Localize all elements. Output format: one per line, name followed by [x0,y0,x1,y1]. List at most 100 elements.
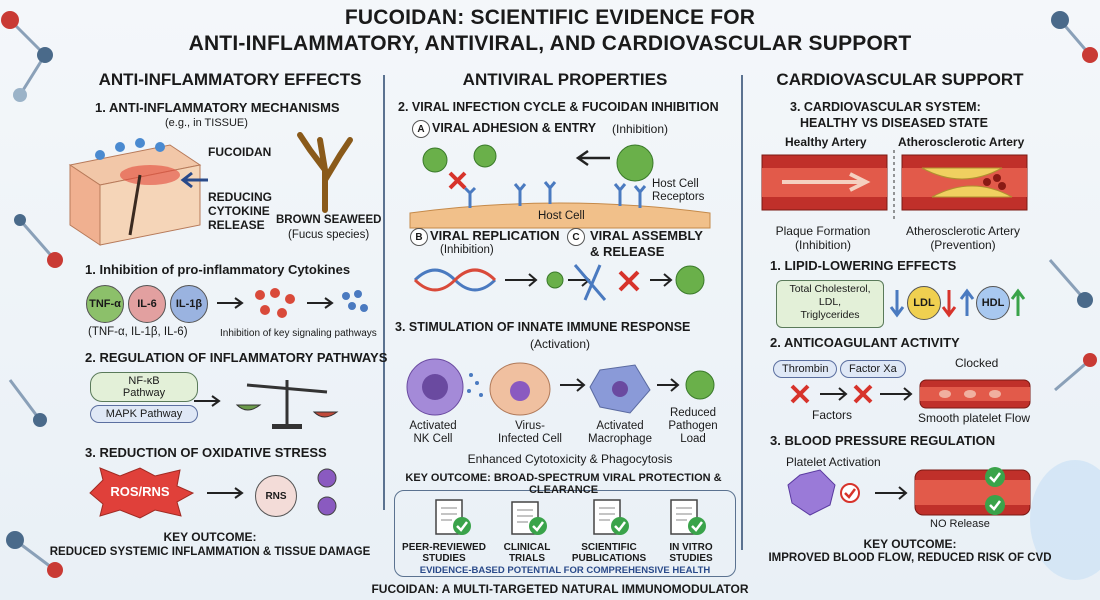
factors-label: Factors [812,408,853,422]
clocked-label: Clocked [955,356,999,370]
nk-cell-line1: Activated [409,420,457,432]
rns-circle: RNS [255,475,297,517]
infected-cell-line2: Infected Cell [498,433,562,445]
lipid-line2: LDL, [818,296,842,308]
macrophage-line2: Macrophage [588,433,652,445]
arrow-down-icon [889,290,905,318]
reduced-load-line1: Reduced [669,407,717,419]
study-check-icon [670,499,706,535]
thrombin-pill: Thrombin [773,360,838,378]
page-title-line2: ANTI-INFLAMMATORY, ANTIVIRAL, AND CARDIO… [188,32,912,55]
reduced-load-line2: Pathogen [668,420,718,432]
antioxidant-dots [317,468,337,516]
ldl-circle: LDL [907,286,941,320]
cytokine-dots-blue [342,290,368,312]
center-s3-title: 3. STIMULATION OF INNATE IMMUNE RESPONSE [395,320,691,334]
doc1-line1: PEER-REVIEWED [402,542,486,553]
arrow-icon [194,395,221,407]
right-s2-title: 1. LIPID-LOWERING EFFECTS [770,258,957,273]
reduced-load-line3: Load [680,433,706,445]
nfkb-line1: NF-κB [128,375,160,387]
host-cell-label: Host Cell [538,210,585,222]
left-s4-title: 3. REDUCTION OF OXIDATIVE STRESS [85,445,327,460]
right-s4-title: 3. BLOOD PRESSURE REGULATION [770,433,996,448]
arrow-icon [207,487,244,499]
arrow-icon [217,297,244,309]
right-key-outcome-text: IMPROVED BLOOD FLOW, REDUCED RISK OF CVD [768,552,1052,564]
plaque-line2: (Inhibition) [794,238,852,252]
smooth-flow-label: Smooth platelet Flow [918,411,1031,425]
left-key-outcome-label: KEY OUTCOME: [163,530,257,544]
skin-tissue-illustration [68,138,202,246]
il1b-circle: IL-1β [170,285,208,323]
cardiovascular-heading: CARDIOVASCULAR SUPPORT [776,70,1024,89]
cytokine-dots-red [255,288,295,318]
right-s1-title-line2: HEALTHY VS DISEASED STATE [800,116,988,130]
host-receptors-line2: Receptors [652,191,705,203]
doc1-line2: STUDIES [422,553,466,564]
blood-pressure-illustration [787,467,1031,516]
step-b-inhibition: (Inhibition) [440,244,494,256]
viral-adhesion-illustration [409,144,711,229]
publication-check-icon [593,499,629,535]
right-s3-title: 2. ANTICOAGULANT ACTIVITY [770,335,960,350]
reducing-line1: REDUCING [208,190,273,204]
clipboard-check-icon [511,501,547,535]
infected-cell-line1: Virus- [515,420,545,432]
arrow-up-icon [1010,288,1026,316]
arrow-down-icon [941,290,957,318]
step-a-badge: A [412,120,430,138]
artery-comparison-illustration [761,150,1028,220]
left-s3-title: 2. REGULATION OF INFLAMMATORY PATHWAYS [85,350,388,365]
left-s1-title: 1. ANTI-INFLAMMATORY MECHANISMS [95,100,340,115]
host-receptors-line1: Host Cell [652,178,699,190]
right-key-outcome-label: KEY OUTCOME: [863,537,957,551]
arrow-up-icon [959,288,975,316]
doc3-line1: SCIENTIFIC [581,542,637,553]
healthy-artery-label: Healthy Artery [785,135,867,149]
doc2-line1: CLINICAL [503,542,551,553]
page-title-line1: FUCOIDAN: SCIENTIFIC EVIDENCE FOR [344,6,756,29]
arrow-icon [307,297,334,309]
athero-artery-label: Atherosclerotic Artery [898,135,1025,149]
factorxa-pill: Factor Xa [840,360,906,378]
nk-cell-line2: NK Cell [413,433,453,445]
center-s3-sub: (Activation) [530,337,591,351]
doc4-line1: IN VITRO [669,542,713,553]
macrophage-line1: Activated [596,420,644,432]
evidence-box [394,490,736,577]
step-c-title-line1: VIRAL ASSEMBLY [590,228,703,243]
step-c-badge: C [567,228,585,246]
doc2-line2: TRIALS [508,553,546,564]
step-b-title: VIRAL REPLICATION [430,228,560,243]
step-a-title: VIRAL ADHESION & ENTRY [432,121,597,135]
left-s1-sub: (e.g., in TISSUE) [165,117,248,129]
cytokine-caption: (TNF-α, IL-1β, IL-6) [88,326,188,338]
step-b-badge: B [410,228,428,246]
evidence-caption: EVIDENCE-BASED POTENTIAL FOR COMPREHENSI… [419,565,711,576]
divider-left [383,75,385,510]
lipid-box: Total Cholesterol, LDL, Triglycerides [776,280,884,328]
enhanced-caption: Enhanced Cytotoxicity & Phagocytosis [467,452,673,466]
divider-right [741,75,743,550]
antiviral-heading: ANTIVIRAL PROPERTIES [462,70,668,89]
lipid-line3: Triglycerides [800,309,860,321]
balance-scale-icon [235,380,339,429]
lipid-line1: Total Cholesterol, [789,283,871,295]
footer-title: FUCOIDAN: A MULTI-TARGETED NATURAL IMMUN… [371,582,749,596]
mapk-pill: MAPK Pathway [90,405,198,423]
left-key-outcome-text: REDUCED SYSTEMIC INFLAMMATION & TISSUE D… [49,546,371,558]
center-s1-title: 2. VIRAL INFECTION CYCLE & FUCOIDAN INHI… [398,100,719,114]
seaweed-icon [297,132,353,213]
center-key-outcome: KEY OUTCOME: BROAD-SPECTRUM VIRAL PROTEC… [405,472,722,496]
plaque-line1: Plaque Formation [775,224,871,238]
step-c-title-line2: & RELEASE [590,244,665,259]
inhibition-caption: Inhibition of key signaling pathways [220,328,377,339]
arrow-icon [180,171,208,189]
fucoidan-label: FUCOIDAN [208,145,272,159]
reducing-line2: CYTOKINE [208,204,270,218]
reducing-line3: RELEASE [208,218,265,232]
anticoagulant-illustration [790,379,1031,409]
